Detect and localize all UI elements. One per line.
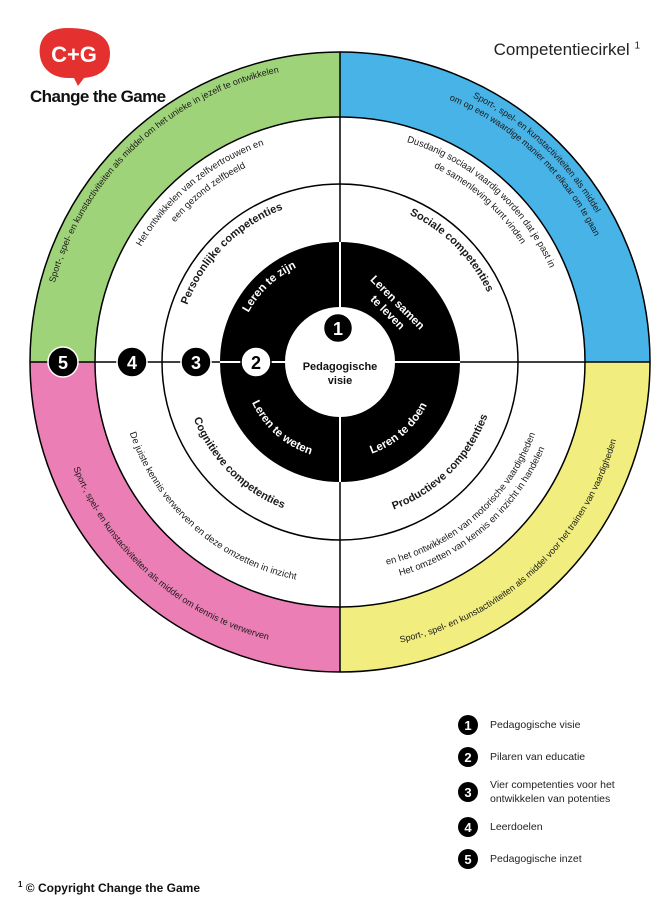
page-title-footnote-mark: 1 — [634, 40, 640, 52]
legend-number-badge: 3 — [458, 782, 478, 802]
marker-4-badge — [116, 346, 148, 378]
legend-item: 4 Leerdoelen — [458, 816, 658, 838]
legend: 1 Pedagogische visie 2 Pilaren van educa… — [458, 714, 658, 880]
legend-label: Pilaren van educatie — [490, 751, 586, 763]
legend-number-badge: 1 — [458, 715, 478, 735]
copyright-footer: 1 © Copyright Change the Game — [18, 880, 200, 895]
marker-5-number: 5 — [58, 353, 68, 373]
marker-1-badge — [321, 311, 355, 345]
legend-item: 1 Pedagogische visie — [458, 714, 658, 736]
copyright-text: © Copyright Change the Game — [25, 881, 200, 895]
center-label-line1: Pedagogische — [303, 361, 378, 373]
marker-5-badge — [47, 346, 79, 378]
change-the-game-logo: C+G Change the Game — [30, 28, 166, 106]
legend-label: Vier competenties voor het ontwikkelen v… — [490, 779, 615, 805]
center-label-line2: visie — [328, 375, 352, 387]
marker-4-number: 4 — [127, 353, 137, 373]
marker-3-number: 3 — [191, 353, 201, 373]
page-title: Competentiecirkel 1 — [494, 40, 640, 60]
legend-item: 3 Vier competenties voor het ontwikkelen… — [458, 778, 658, 806]
marker-1-number: 1 — [333, 319, 343, 339]
legend-item: 5 Pedagogische inzet — [458, 848, 658, 870]
legend-number-badge: 2 — [458, 747, 478, 767]
marker-3-badge — [180, 346, 212, 378]
logo-wordmark: Change the Game — [30, 87, 166, 106]
marker-2-number: 2 — [251, 353, 261, 373]
legend-number-badge: 5 — [458, 849, 478, 869]
legend-label: Leerdoelen — [490, 821, 543, 833]
legend-label: Pedagogische inzet — [490, 853, 582, 865]
legend-number-badge: 4 — [458, 817, 478, 837]
marker-2-badge — [240, 346, 272, 378]
legend-item: 2 Pilaren van educatie — [458, 746, 658, 768]
logo-speech-bubble-icon — [39, 28, 110, 86]
legend-label: Pedagogische visie — [490, 719, 581, 731]
footer-footnote-mark: 1 — [18, 880, 23, 889]
center-circle — [285, 307, 395, 417]
page-title-text: Competentiecirkel — [493, 40, 630, 59]
logo-monogram: C+G — [51, 42, 97, 67]
